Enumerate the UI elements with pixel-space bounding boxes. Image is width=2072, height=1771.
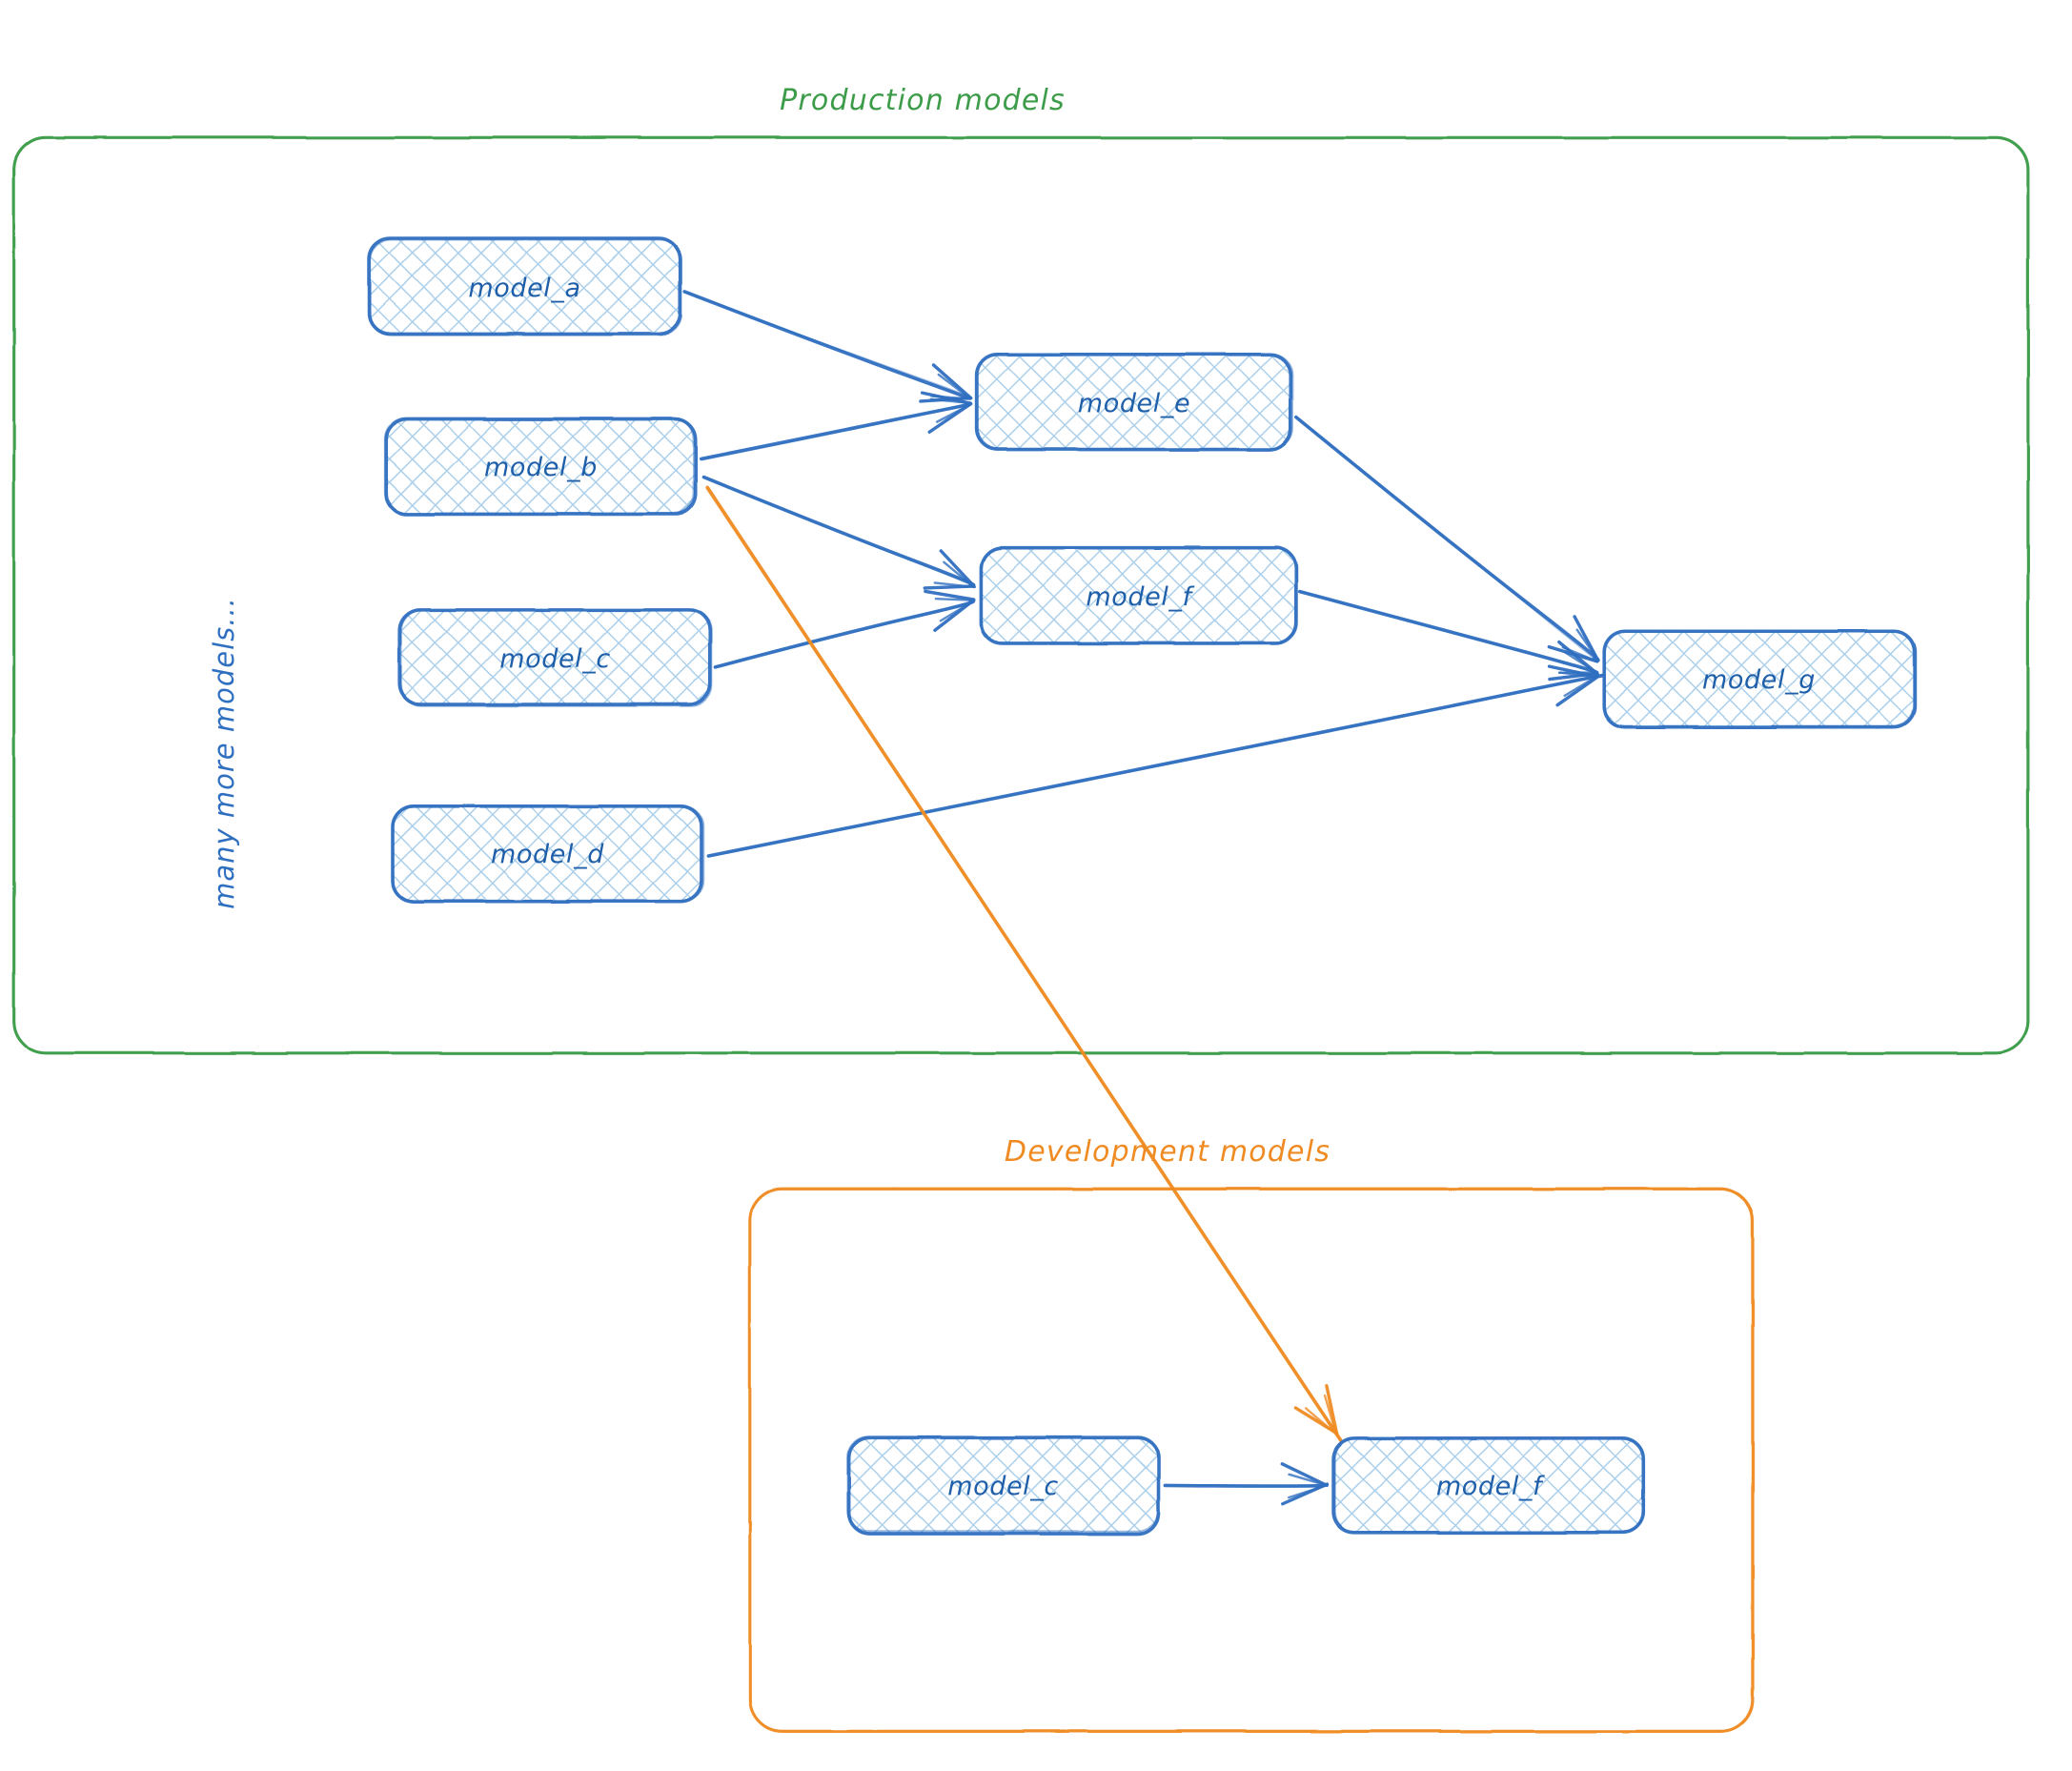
node-border: [399, 608, 713, 707]
node-fill: [386, 418, 696, 514]
node-border: [1333, 1436, 1645, 1534]
node-dev_model_c[interactable]: model_c: [846, 1435, 1161, 1536]
edge-a-to-e: [682, 290, 973, 403]
group-label-production: Production models: [780, 84, 1066, 117]
node-prod_model_a[interactable]: model_a: [367, 236, 682, 336]
edge-prodb-to-devf: [705, 485, 1343, 1442]
edge-b-to-f: [701, 475, 977, 590]
node-label: model_c: [947, 1472, 1059, 1501]
node-label: model_f: [1436, 1472, 1545, 1501]
node-label: model_a: [468, 274, 580, 303]
node-layer: model_a model_b model_c model_d model_emodel…: [367, 236, 1917, 1536]
node-label: model_d: [491, 840, 604, 869]
node-border: [976, 353, 1293, 451]
node-prod_model_b[interactable]: model_b: [383, 417, 699, 517]
node-fill: [400, 610, 710, 705]
node-border: [1602, 629, 1915, 727]
group-container-development: [748, 1187, 1755, 1733]
edge-e-to-g: [1294, 415, 1600, 663]
node-label: model_c: [499, 644, 611, 674]
edge-devc-to-devf: [1163, 1462, 1330, 1506]
node-prod_model_c[interactable]: model_c: [397, 608, 713, 707]
node-border: [392, 804, 705, 903]
node-label: model_g: [1702, 665, 1816, 695]
node-fill: [982, 548, 1296, 643]
node-prod_model_e[interactable]: model_e: [974, 352, 1293, 452]
node-fill: [977, 355, 1291, 450]
edge-d-to-g: [706, 664, 1605, 858]
node-dev_model_f[interactable]: model_f: [1331, 1436, 1646, 1535]
node-prod_model_f[interactable]: model_f: [980, 545, 1299, 645]
node-border: [846, 1435, 1160, 1533]
edge-c-to-f: [713, 589, 976, 669]
node-fill: [1604, 631, 1914, 726]
node-label: model_f: [1086, 582, 1194, 612]
node-fill: [1334, 1437, 1644, 1533]
node-fill: [848, 1437, 1158, 1533]
node-border: [981, 546, 1299, 645]
node-border: [383, 417, 696, 515]
edge-layer: [682, 290, 1605, 1506]
edge-f-to-g: [1297, 589, 1599, 682]
many-more-models-note: many more models...: [208, 597, 240, 909]
node-prod_model_d[interactable]: model_d: [391, 804, 705, 904]
group-label-development: Development models: [1005, 1135, 1331, 1169]
edge-b-to-e: [700, 391, 973, 461]
node-fill: [393, 805, 702, 901]
group-containers: [12, 135, 2030, 1733]
group-container-production: [12, 135, 2030, 1055]
node-border: [369, 238, 682, 336]
node-fill: [370, 239, 680, 335]
node-label: model_e: [1078, 389, 1190, 418]
node-prod_model_g[interactable]: model_g: [1602, 629, 1917, 729]
node-label: model_b: [484, 453, 598, 482]
